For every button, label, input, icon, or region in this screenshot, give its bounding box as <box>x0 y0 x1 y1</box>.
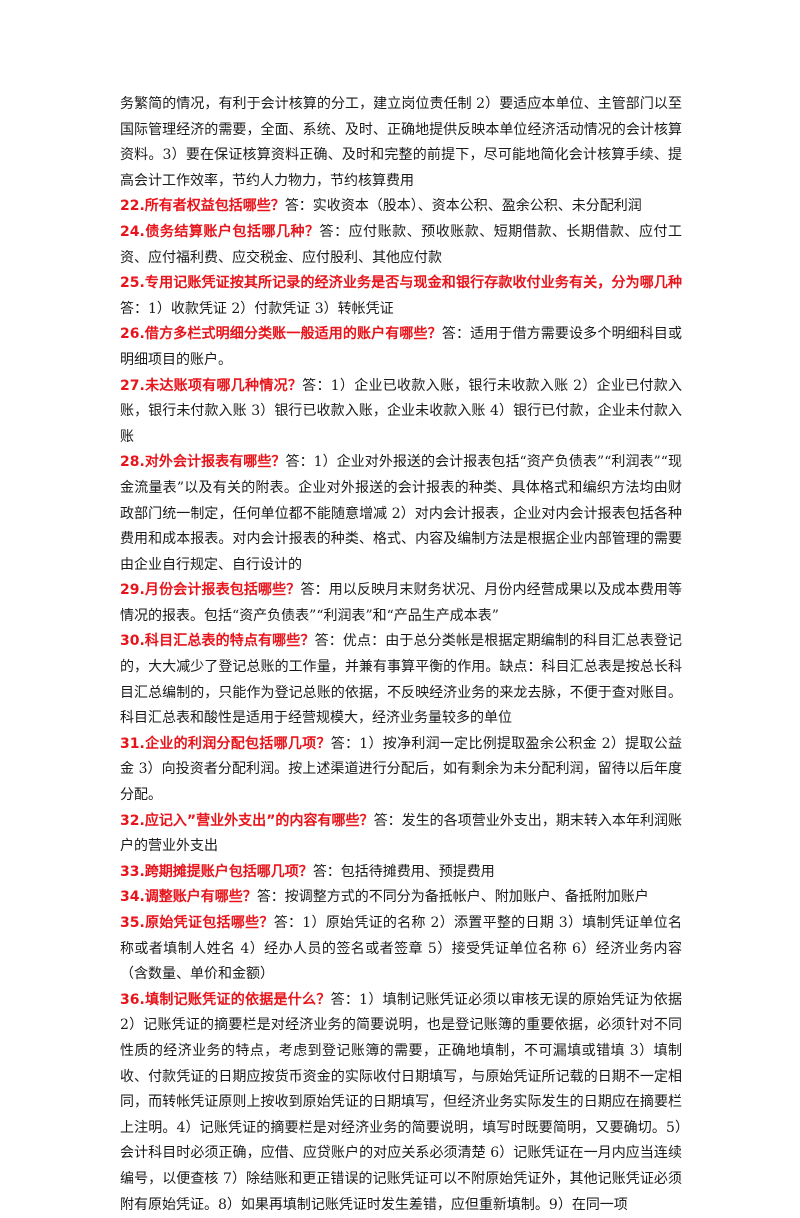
answer-text: 答：1）原始凭证的名称 2）添置平整的日期 3）填制凭证单位名称或者填制人姓名 … <box>120 915 682 983</box>
question-text: 22.所有者权益包括哪些？ <box>120 198 285 215</box>
answer-text: 答：1）收款凭证 2）付款凭证 3）转帐凭证 <box>120 300 394 317</box>
answer-text: 答：1）按净利润一定比例提取盈余公积金 2）提取公益金 3）向投资者分配利润。按… <box>120 735 682 804</box>
answer-text: 答：1）企业已收款入账，银行未收款入账 2）企业已付款入账，银行未付款入账 3）… <box>120 377 682 445</box>
question-text: 27.未达账项有哪几种情况？ <box>120 377 303 394</box>
intro-paragraph: 务繁简的情况，有利于会计核算的分工，建立岗位责任制 2）要适应本单位、主管部门以… <box>120 92 682 194</box>
question-text: 30.科目汇总表的特点有哪些？ <box>120 633 315 650</box>
answer-text: 答：优点：由于总分类帐是根据定期编制的科目汇总表登记的，大大减少了登记总账的工作… <box>120 633 682 727</box>
answer-text: 答：实收资本（股本）、资本公积、盈余公积、未分配利润 <box>284 198 642 215</box>
question-text: 35.原始凭证包括哪些？ <box>120 915 274 931</box>
qa-item: 31.企业的利润分配包括哪几项？答：1）按净利润一定比例提取盈余公积金 2）提取… <box>120 732 682 809</box>
qa-item: 29.月份会计报表包括哪些？答：用以反映月末财务状况、月份内经营成果以及成本费用… <box>120 578 682 629</box>
answer-text: 答：包括待摊费用、预提费用 <box>312 863 495 880</box>
qa-item: 27.未达账项有哪几种情况？答：1）企业已收款入账，银行未收款入账 2）企业已付… <box>120 374 682 451</box>
answer-text: 答：1）企业对外报送的会计报表包括“资产负债表”“利润表”“现金流量表”以及有关… <box>120 454 682 573</box>
answer-text: 答：用以反映月末财务状况、月份内经营成果以及成本费用等情况的报表。包括“资产负债… <box>120 582 683 624</box>
answer-text: 答：按调整方式的不同分为备抵帐户、附加账户、备抵附加账户 <box>256 889 649 906</box>
qa-item: 24.债务结算账户包括哪几种？答：应付账款、预收账款、短期借款、长期借款、应付工… <box>120 220 682 271</box>
answer-text: 答：1）填制记账凭证必须以审核无误的原始凭证为依据 2）记账凭证的摘要栏是对经济… <box>120 991 682 1213</box>
question-text: 32.应记入”营业外支出”的内容有哪些？ <box>120 812 374 829</box>
qa-item: 33.跨期摊提账户包括哪几项？答：包括待摊费用、预提费用 <box>120 860 682 886</box>
qa-item: 35.原始凭证包括哪些？答：1）原始凭证的名称 2）添置平整的日期 3）填制凭证… <box>120 911 682 988</box>
answer-text: 答：适用于借方需要设多个明细科目或明细项目的账户。 <box>120 326 682 368</box>
question-text: 33.跨期摊提账户包括哪几项？ <box>120 863 313 880</box>
question-text: 29.月份会计报表包括哪些？ <box>120 582 301 599</box>
document-page: 务繁简的情况，有利于会计核算的分工，建立岗位责任制 2）要适应本单位、主管部门以… <box>120 92 682 1218</box>
qa-item: 32.应记入”营业外支出”的内容有哪些？答：发生的各项营业外支出，期末转入本年利… <box>120 809 682 860</box>
question-text: 25.专用记账凭证按其所记录的经济业务是否与现金和银行存款收付业务有关，分为哪几… <box>120 275 682 292</box>
qa-item: 26.借方多栏式明细分类账一般适用的账户有哪些？答：适用于借方需要设多个明细科目… <box>120 322 682 373</box>
qa-item: 22.所有者权益包括哪些？答：实收资本（股本）、资本公积、盈余公积、未分配利润 <box>120 194 682 220</box>
question-text: 36.填制记账凭证的依据是什么？ <box>120 991 331 1008</box>
qa-item: 25.专用记账凭证按其所记录的经济业务是否与现金和银行存款收付业务有关，分为哪几… <box>120 271 682 322</box>
question-text: 31.企业的利润分配包括哪几项？ <box>120 735 331 752</box>
answer-text: 答：发生的各项营业外支出，期末转入本年利润账户的营业外支出 <box>120 812 683 855</box>
answer-text: 答：应付账款、预收账款、短期借款、长期借款、应付工资、应付福利费、应交税金、应付… <box>120 223 682 266</box>
question-text: 34.调整账户有哪些？ <box>120 889 257 906</box>
question-text: 28.对外会计报表有哪些？ <box>120 454 286 471</box>
question-text: 26.借方多栏式明细分类账一般适用的账户有哪些？ <box>120 326 442 343</box>
question-text: 24.债务结算账户包括哪几种？ <box>120 223 320 240</box>
intro-text: 务繁简的情况，有利于会计核算的分工，建立岗位责任制 2）要适应本单位、主管部门以… <box>120 96 682 189</box>
qa-item: 36.填制记账凭证的依据是什么？答：1）填制记账凭证必须以审核无误的原始凭证为依… <box>120 988 682 1218</box>
qa-item: 28.对外会计报表有哪些？答：1）企业对外报送的会计报表包括“资产负债表”“利润… <box>120 450 682 578</box>
qa-item: 34.调整账户有哪些？答：按调整方式的不同分为备抵帐户、附加账户、备抵附加账户 <box>120 885 682 911</box>
qa-item: 30.科目汇总表的特点有哪些？答：优点：由于总分类帐是根据定期编制的科目汇总表登… <box>120 629 682 731</box>
